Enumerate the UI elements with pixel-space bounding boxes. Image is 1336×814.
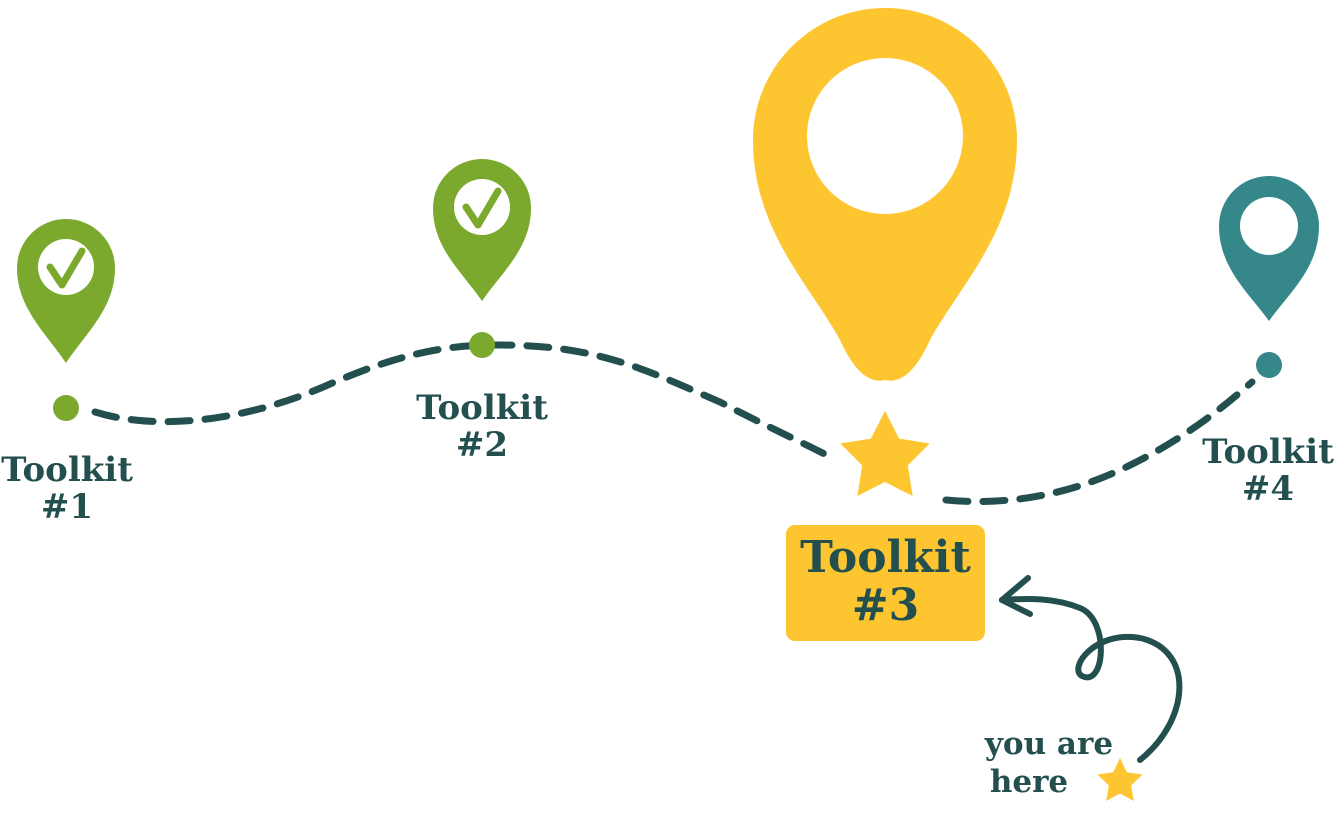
arrow-head-icon [999, 575, 1033, 617]
milestone-1-title: Toolkit [1, 450, 133, 490]
check-icon [46, 247, 86, 289]
you-are-here-line-1: you are [984, 726, 1114, 762]
you-are-here-note: you are here [968, 726, 1130, 802]
milestone-2-title: Toolkit [416, 388, 548, 428]
milestone-2-marker [433, 159, 531, 358]
milestone-4-dot [1256, 352, 1282, 378]
milestone-4-title: Toolkit [1202, 432, 1334, 472]
milestone-1-number: #1 [40, 486, 94, 527]
milestone-3-marker [753, 8, 1017, 496]
you-are-here-line-2: here [989, 763, 1069, 800]
milestone-2-dot [469, 332, 495, 358]
star-icon [1097, 758, 1143, 801]
milestone-2-label: Toolkit #2 [414, 390, 550, 463]
milestone-4-number: #4 [1241, 468, 1295, 509]
milestone-2-number: #2 [455, 424, 509, 465]
milestone-3-title: Toolkit [800, 532, 971, 583]
dashed-route-continued [942, 378, 1256, 505]
star-icon [840, 411, 930, 496]
milestone-3-label-box: Toolkit #3 [786, 525, 985, 641]
curly-arrow [999, 595, 1183, 763]
milestone-1-dot [53, 395, 79, 421]
milestone-1-label: Toolkit #1 [0, 452, 134, 525]
check-icon [462, 187, 502, 229]
milestone-3-number: #3 [851, 579, 920, 631]
milestone-4-marker [1219, 176, 1319, 378]
milestone-1-marker [16, 218, 115, 421]
dashed-route [91, 341, 836, 462]
milestone-4-label: Toolkit #4 [1200, 434, 1336, 507]
